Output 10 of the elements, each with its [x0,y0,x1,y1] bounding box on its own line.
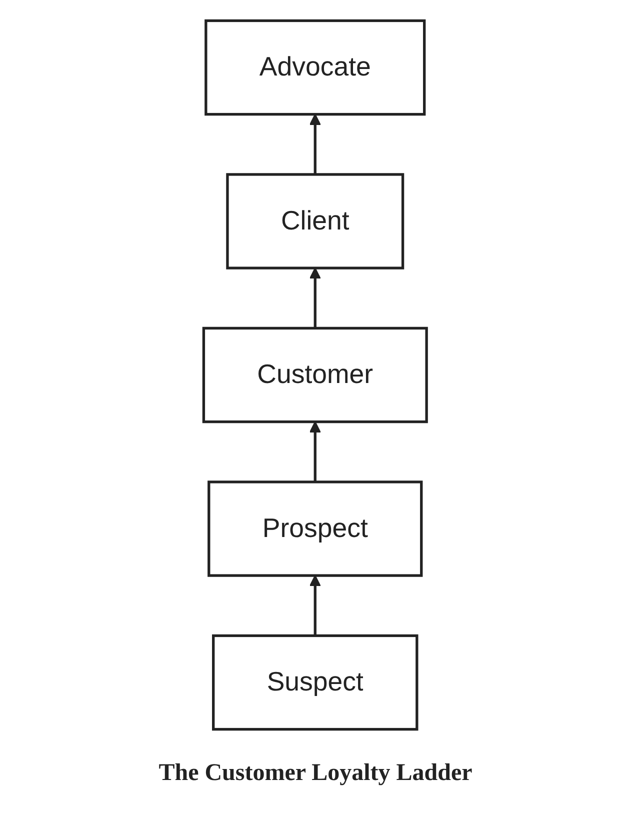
arrow [310,268,322,328]
node-box: Prospect [208,480,424,577]
arrow [310,575,322,636]
arrow [310,421,322,482]
node-box: Customer [202,326,428,424]
arrow [310,114,322,174]
node-box: Suspect [212,634,419,731]
caption: The Customer Loyalty Ladder [158,760,472,786]
node-box: Client [226,173,404,270]
node-box: Advocate [204,19,426,116]
